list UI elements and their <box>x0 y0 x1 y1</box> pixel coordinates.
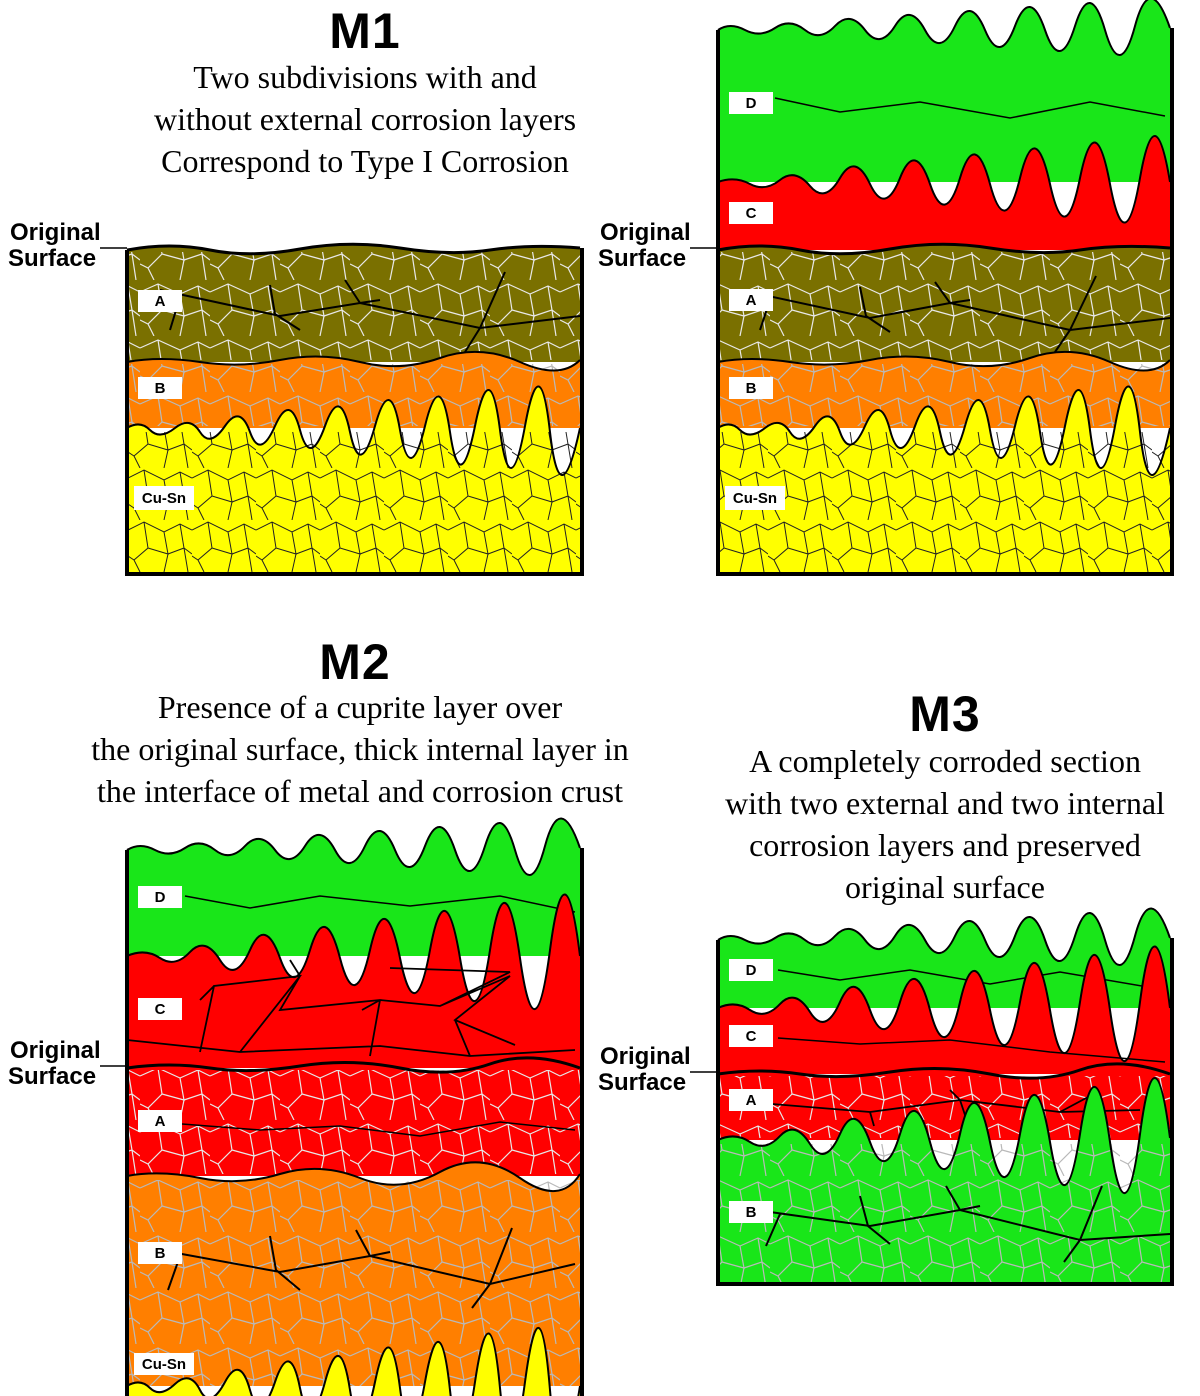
m1-right-cross-section: D C A B Cu-Sn <box>690 0 1174 576</box>
m3-description-line: original surface <box>845 869 1045 905</box>
m3-original-surface-label: Original Surface <box>598 1043 691 1096</box>
m1-right-layer-c <box>718 135 1170 250</box>
m2-label-cusn: Cu-Sn <box>142 1356 186 1373</box>
m3-description-line: A completely corroded section <box>749 743 1141 779</box>
m1-right-crack-d <box>774 97 1166 119</box>
m2-layer-d <box>127 818 580 956</box>
m1-right-label-a: A <box>746 292 757 309</box>
m1-layer-cusn-grains <box>127 432 580 572</box>
m1-cross-section: A B Cu-Sn <box>100 242 584 576</box>
m1-layer-a-grains <box>127 252 580 360</box>
m1-right-original-surface-label: Original Surface <box>598 219 691 272</box>
m3-label-b: B <box>746 1204 757 1221</box>
m3-description-line: with two external and two internal <box>725 785 1165 821</box>
m1-right-label-b: B <box>746 380 757 397</box>
m2-label-a: A <box>155 1113 166 1130</box>
m1-right-label-cusn: Cu-Sn <box>733 490 777 507</box>
m2-label-c: C <box>155 1001 166 1018</box>
m2-crack-d <box>184 895 576 913</box>
m3-label-c: C <box>746 1028 757 1045</box>
m2-original-surface-label: Original Surface <box>8 1037 101 1090</box>
m3-title: M3 <box>909 686 981 742</box>
m1-layer-b-grains <box>127 364 580 426</box>
m3-label-a: A <box>746 1092 757 1109</box>
m3-cross-section: D C A B <box>690 907 1174 1286</box>
m1-description-line: without external corrosion layers <box>153 101 577 137</box>
m1-right-crack-a <box>749 275 1171 353</box>
m1-crack <box>159 271 581 353</box>
m2-description-line: the interface of metal and corrosion cru… <box>97 773 623 809</box>
m1-title: M1 <box>329 3 401 59</box>
m3-crack-c <box>777 1037 1166 1063</box>
m2-description-line: Presence of a cuprite layer over <box>157 689 563 725</box>
m2-label-b: B <box>155 1245 166 1262</box>
m3-label-d: D <box>746 962 757 979</box>
m2-crack-a <box>181 1121 576 1137</box>
m3-description-line: corrosion layers and preserved <box>749 827 1141 863</box>
m2-description: Presence of a cuprite layer over the ori… <box>20 686 700 812</box>
m3-crack-a <box>771 1089 1141 1127</box>
m3-crack-b <box>765 1185 1171 1263</box>
m2-cross-section: D C A B Cu-Sn <box>100 817 584 1396</box>
m1-right-label-c: C <box>746 205 757 222</box>
m1-label-a: A <box>155 293 166 310</box>
m3-description: A completely corroded section with two e… <box>690 740 1200 908</box>
m3-crack-d <box>777 969 1166 991</box>
m2-crack-b <box>159 1227 576 1309</box>
m2-description-line: the original surface, thick internal lay… <box>91 731 629 767</box>
m2-title: M2 <box>319 634 391 690</box>
m2-crack-c <box>126 959 576 1057</box>
m1-description-line: Correspond to Type I Corrosion <box>161 143 569 179</box>
m1-right-label-d: D <box>746 95 757 112</box>
m3-layer-d <box>718 908 1170 1008</box>
m1-label-cusn: Cu-Sn <box>142 490 186 507</box>
m1-right-layer-d <box>718 0 1170 182</box>
m2-label-d: D <box>155 889 166 906</box>
m1-description-line: Two subdivisions with and <box>193 59 537 95</box>
m1-description: Two subdivisions with and without extern… <box>80 56 650 182</box>
m2-layer-cusn <box>127 1328 580 1396</box>
m1-original-surface-label: Original Surface <box>8 219 101 272</box>
m1-label-b: B <box>155 380 166 397</box>
